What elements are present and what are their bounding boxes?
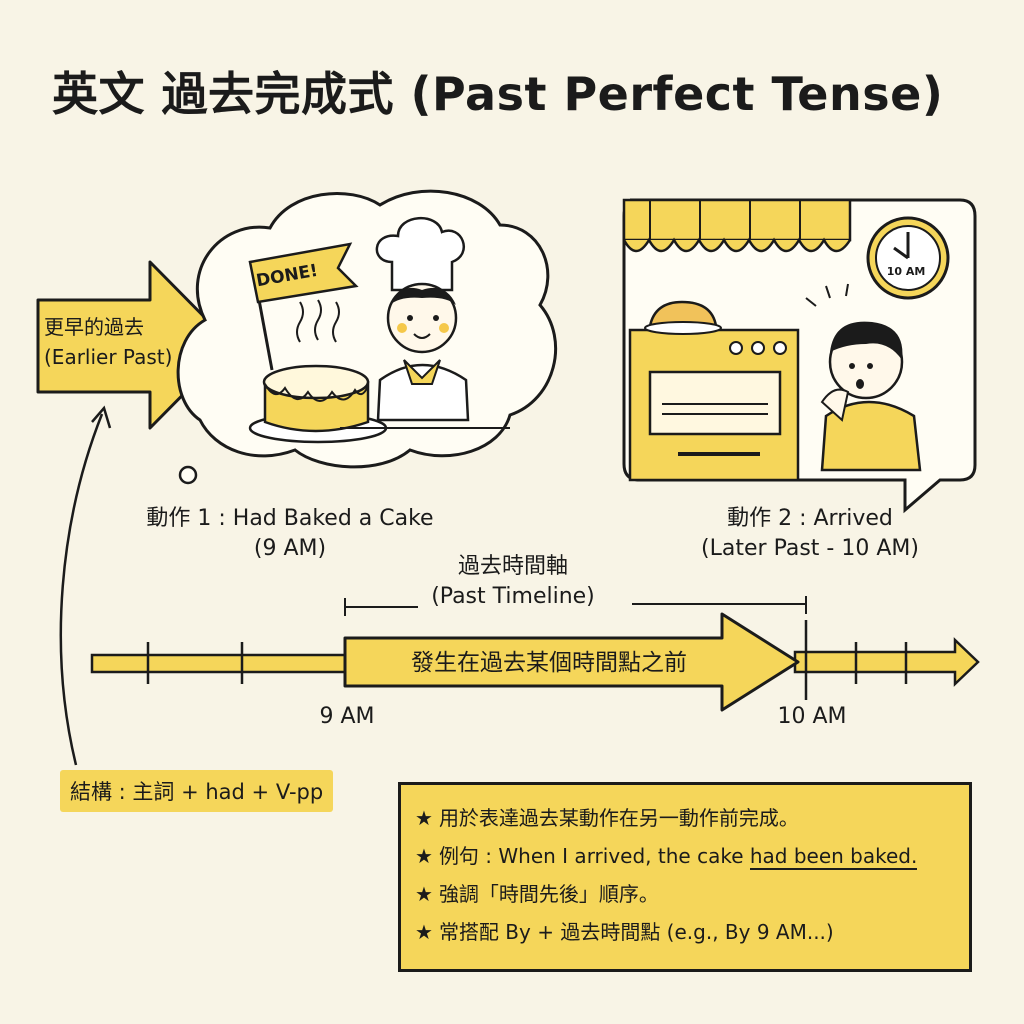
structure-arrow bbox=[59, 413, 104, 766]
past-timeline-zh: 過去時間軸 bbox=[457, 554, 568, 579]
note-3: ★強調「時間先後」順序。 bbox=[415, 875, 955, 913]
action-2-label: 動作 2 : Arrived (Later Past - 10 AM) bbox=[690, 504, 930, 563]
notes-box: ★用於表達過去某動作在另一動作前完成。 ★例句 : When I arrived… bbox=[398, 782, 972, 972]
chef-illustration bbox=[340, 217, 510, 429]
tick-9am: 9 AM bbox=[319, 704, 375, 729]
arrow-label: 發生在過去某個時間點之前 bbox=[411, 650, 687, 676]
timeline-bracket bbox=[344, 596, 807, 616]
earlier-past-label: 更早的過去 (Earlier Past) bbox=[44, 312, 196, 372]
action-1-line2: (9 AM) bbox=[253, 535, 327, 561]
note-2-text: 例句 : When I arrived, the cake bbox=[438, 844, 750, 868]
earlier-past-en: (Earlier Past) bbox=[44, 345, 173, 369]
star-icon: ★ bbox=[415, 882, 433, 906]
structure-formula: 結構 : 主詞 + had + V-pp bbox=[60, 770, 334, 812]
tick-10am: 10 AM bbox=[777, 704, 847, 729]
past-timeline-label: 過去時間軸 (Past Timeline) bbox=[418, 552, 608, 611]
note-3-text: 強調「時間先後」順序。 bbox=[438, 882, 659, 906]
past-perfect-arrow bbox=[343, 612, 800, 712]
action-1-label: 動作 1 : Had Baked a Cake (9 AM) bbox=[130, 504, 450, 563]
clock-label: 10 AM bbox=[886, 265, 926, 278]
action-2-line1: 動作 2 : Arrived bbox=[727, 506, 893, 531]
star-icon: ★ bbox=[415, 920, 433, 944]
star-icon: ★ bbox=[415, 806, 433, 830]
action-2-line2: (Later Past - 10 AM) bbox=[701, 535, 919, 561]
clock-icon bbox=[866, 216, 950, 300]
earlier-past-zh: 更早的過去 bbox=[44, 315, 144, 339]
note-2-underlined: had been baked. bbox=[749, 844, 918, 870]
page-title: 英文 過去完成式 (Past Perfect Tense) bbox=[52, 67, 944, 121]
note-2: ★例句 : When I arrived, the cake had been … bbox=[415, 837, 955, 875]
done-flag bbox=[248, 242, 359, 371]
note-1-text: 用於表達過去某動作在另一動作前完成。 bbox=[438, 806, 799, 830]
note-4: ★常搭配 By + 過去時間點 (e.g., By 9 AM...) bbox=[415, 913, 955, 951]
note-4-text: 常搭配 By + 過去時間點 (e.g., By 9 AM...) bbox=[438, 920, 834, 944]
star-icon: ★ bbox=[415, 844, 433, 868]
past-timeline-en: (Past Timeline) bbox=[431, 583, 595, 609]
thought-cloud bbox=[176, 189, 557, 485]
action-1-line1: 動作 1 : Had Baked a Cake bbox=[146, 506, 434, 531]
note-1: ★用於表達過去某動作在另一動作前完成。 bbox=[415, 799, 955, 837]
